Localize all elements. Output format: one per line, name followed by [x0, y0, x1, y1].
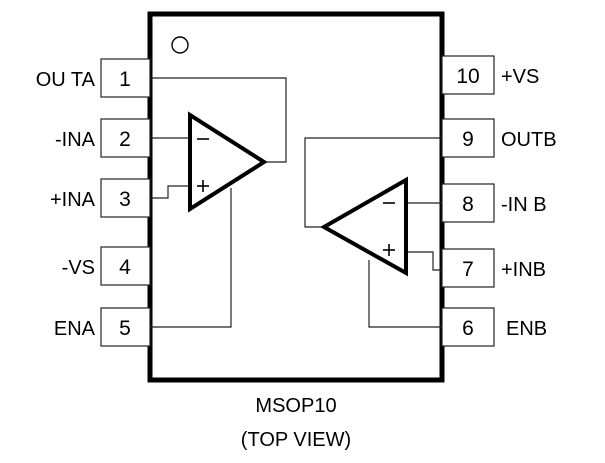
opamp-a [188, 111, 268, 213]
wire-inb-plus [406, 251, 442, 271]
pin-box [100, 246, 151, 286]
pin-label: +INB [501, 259, 546, 281]
wire-ena [150, 188, 232, 328]
pin-8: 8 -IN B [441, 183, 547, 223]
pin-number: 1 [119, 68, 131, 91]
pin-box [100, 307, 151, 347]
pin-1: 1 OU TA [36, 58, 151, 98]
pin-number: 9 [462, 128, 474, 151]
pin-2: 2 -INA [55, 118, 151, 158]
pin-6: 6 ENB [441, 307, 547, 347]
wire-outa [150, 77, 287, 163]
pin-box [100, 178, 151, 218]
internal-wiring [150, 77, 442, 328]
pin-box [441, 118, 495, 158]
pin-number: 2 [119, 128, 131, 151]
wire-enb [368, 260, 442, 328]
pin1-marker-icon [171, 36, 189, 54]
pin-9: 9 OUTB [441, 118, 557, 158]
pin-box [441, 248, 495, 288]
pin-number: 5 [119, 317, 131, 340]
pin-label: OU TA [36, 69, 96, 91]
pin-3: 3 +INA [50, 178, 151, 218]
pin-10: 10 +VS [441, 55, 539, 95]
pin-number: 10 [456, 65, 479, 88]
pin-number: 7 [462, 258, 474, 281]
pin-label: +VS [501, 66, 539, 88]
wire-outb [304, 137, 442, 228]
pin-label: -INA [55, 129, 96, 151]
pin-7: 7 +INB [441, 248, 546, 288]
pin-box [441, 55, 495, 95]
package-name: MSOP10 [255, 395, 336, 417]
pin-label: OUTB [501, 129, 557, 151]
pin-number: 3 [119, 188, 131, 211]
pin-4: 4 -VS [62, 246, 151, 286]
package-view: (TOP VIEW) [241, 429, 351, 451]
pins-left: 1 OU TA 2 -INA 3 +INA 4 -VS 5 ENA [36, 58, 151, 347]
pins-right: 10 +VS 9 OUTB 8 -IN B 7 +INB 6 ENB [441, 55, 557, 347]
pin-label: -VS [62, 257, 95, 279]
pin-number: 8 [462, 193, 474, 216]
wire-ina-plus [150, 185, 190, 199]
pin-5: 5 ENA [54, 307, 151, 347]
pin-label: ENB [506, 318, 547, 340]
pin-number: 4 [119, 256, 131, 279]
pin-box [441, 307, 495, 347]
pin-label: ENA [54, 318, 96, 340]
pin-number: 6 [462, 317, 474, 340]
pin-box [441, 183, 495, 223]
opamp-b [319, 176, 408, 277]
pin-label: -IN B [501, 194, 547, 216]
pin-label: +INA [50, 189, 96, 211]
pin-box [100, 118, 151, 158]
pin-box [100, 58, 151, 98]
